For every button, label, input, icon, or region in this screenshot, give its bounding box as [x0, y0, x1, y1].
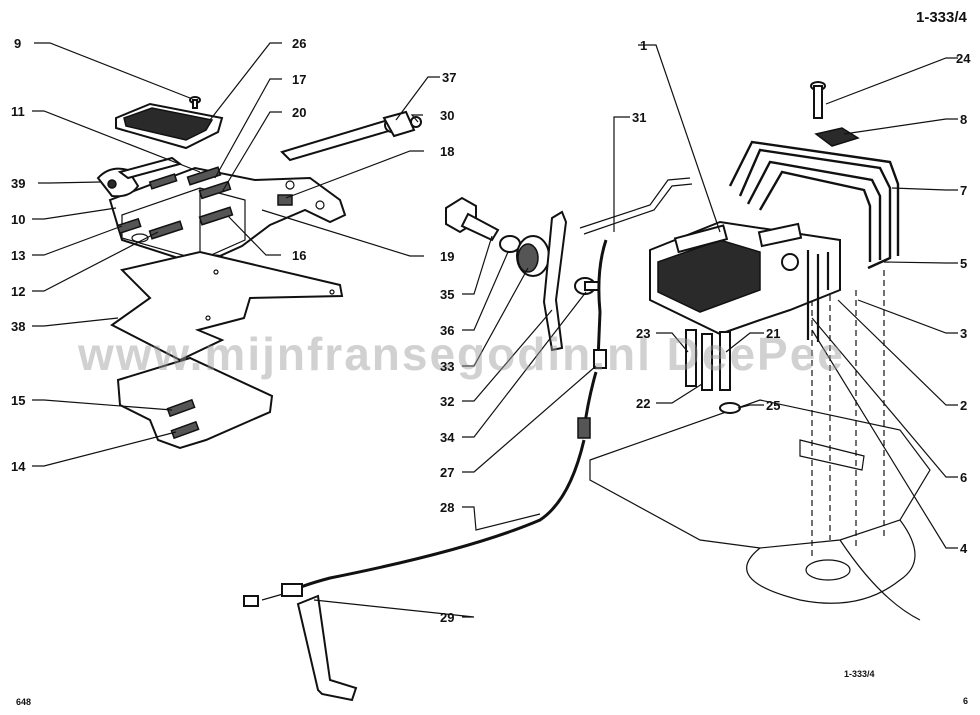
- part-32-lever: [542, 210, 568, 352]
- part-16-spring: [198, 206, 234, 226]
- callout-13: 13: [11, 248, 25, 263]
- part-14-spring: [170, 420, 200, 440]
- housing-outline: [589, 270, 931, 621]
- part-24-bolt: [810, 81, 826, 119]
- part-29-bracket: [296, 594, 358, 702]
- part-23-21-tubes: [685, 329, 741, 414]
- callout-10: 10: [11, 212, 25, 227]
- leader-lines: [32, 42, 958, 618]
- callout-17: 17: [292, 72, 306, 87]
- callout-12: 12: [11, 284, 25, 299]
- callout-11: 11: [11, 104, 25, 119]
- callout-9: 9: [14, 36, 21, 51]
- part-33-gear: [516, 235, 550, 277]
- callout-6: 6: [960, 470, 967, 485]
- callout-19: 19: [440, 249, 454, 264]
- part-37-shaft: [280, 110, 422, 162]
- springs-group: [116, 166, 293, 240]
- callout-21: 21: [766, 326, 780, 341]
- callout-26: 26: [292, 36, 306, 51]
- part-18-spring: [277, 194, 293, 206]
- part-13-spring: [116, 217, 142, 235]
- callout-24: 24: [956, 51, 971, 66]
- part-38-gasket: [110, 250, 344, 362]
- callout-8: 8: [960, 112, 967, 127]
- part-12-spring: [148, 220, 184, 240]
- callout-28: 28: [440, 500, 454, 515]
- part-9-screw: [189, 96, 201, 109]
- callout-27: 27: [440, 465, 454, 480]
- callout-29: 29: [440, 610, 454, 625]
- part-20-spring: [198, 180, 232, 200]
- callout-3: 3: [960, 326, 967, 341]
- callout-14: 14: [11, 459, 26, 474]
- part-8-plate: [814, 127, 860, 147]
- callout-39: 39: [11, 176, 25, 191]
- callout-labels: 9 26 17 37 11 20 30 18 39 10 13 16 19 12…: [11, 36, 971, 625]
- part-34-bushing: [574, 277, 600, 295]
- callout-38: 38: [11, 319, 25, 334]
- callout-37: 37: [442, 70, 456, 85]
- callout-7: 7: [960, 183, 967, 198]
- callout-30: 30: [440, 108, 454, 123]
- footer-page-right: 6: [963, 696, 968, 706]
- callout-4: 4: [960, 541, 968, 556]
- footer-page-left: 648: [16, 697, 31, 707]
- part-7-pipes: [728, 140, 900, 270]
- callout-1: 1: [640, 38, 647, 53]
- callout-22: 22: [636, 396, 650, 411]
- part-28-cable: [243, 239, 608, 607]
- part-31-tube: [579, 177, 693, 235]
- part-1-valve-block: [649, 220, 841, 336]
- part-26-filter-cover: [115, 102, 224, 150]
- callout-23: 23: [636, 326, 650, 341]
- callout-15: 15: [11, 393, 25, 408]
- part-15-spring: [166, 398, 196, 418]
- footer-ref-bottom: 1-333/4: [844, 669, 875, 679]
- callout-33: 33: [440, 359, 454, 374]
- callout-35: 35: [440, 287, 454, 302]
- callout-36: 36: [440, 323, 454, 338]
- callout-5: 5: [960, 256, 967, 271]
- callout-2: 2: [960, 398, 967, 413]
- header-ref-top: 1-333/4: [916, 9, 968, 26]
- callout-31: 31: [632, 110, 646, 125]
- callout-34: 34: [440, 430, 455, 445]
- callout-16: 16: [292, 248, 306, 263]
- callout-18: 18: [440, 144, 454, 159]
- callout-25: 25: [766, 398, 780, 413]
- lower-plate: [116, 356, 274, 450]
- callout-20: 20: [292, 105, 306, 120]
- callout-32: 32: [440, 394, 454, 409]
- watermark: www.mijnfransegodin.nl DeePee: [77, 328, 845, 380]
- part-35-plug: [445, 196, 500, 242]
